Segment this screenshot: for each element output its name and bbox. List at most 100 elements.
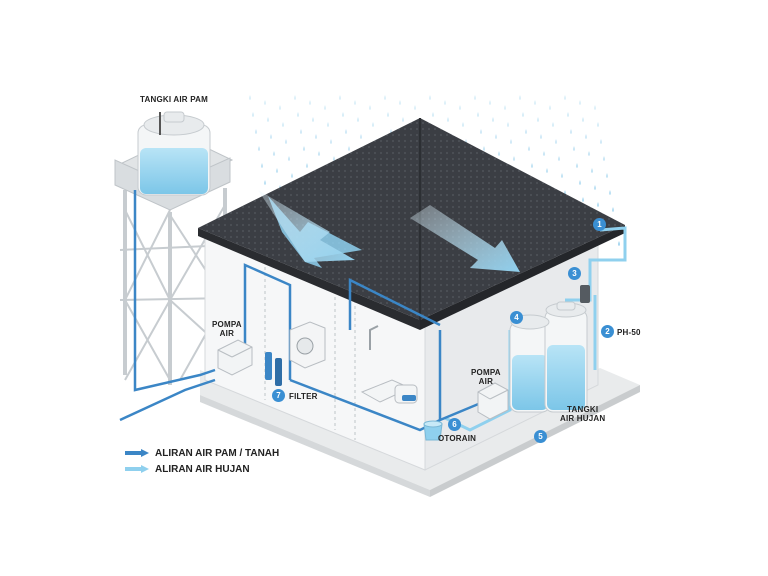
rain-drop-icon: [582, 197, 584, 202]
rain-drop-icon: [528, 146, 530, 151]
bathroom-fixtures: [360, 325, 418, 404]
rain-drop-icon: [510, 139, 512, 144]
rain-drop-icon: [318, 151, 320, 156]
rain-drop-icon: [345, 129, 347, 134]
rain-drop-icon: [546, 168, 548, 173]
rain-drop-icon: [606, 173, 608, 178]
rain-drop-icon: [402, 117, 404, 122]
ph50-unit: [580, 285, 590, 303]
rain-drop-icon: [507, 122, 509, 127]
rain-drop-icon: [306, 163, 308, 168]
rain-drop-icon: [564, 95, 566, 100]
rain-drop-icon: [513, 156, 515, 161]
rain-drop-icon: [576, 163, 578, 168]
rain-drop-icon: [357, 117, 359, 122]
rain-drop-icon: [369, 105, 371, 110]
rain-drop-icon: [558, 156, 560, 161]
rain-drop-icon: [519, 95, 521, 100]
rain-drop-icon: [459, 105, 461, 110]
rain-drop-icon: [489, 100, 491, 105]
rain-drop-icon: [324, 105, 326, 110]
label-otorain: OTORAIN: [438, 434, 477, 443]
rain-drop-icon: [495, 134, 497, 139]
rain-drop-icon: [288, 156, 290, 161]
legend-arrow-hujan-icon: [125, 465, 149, 473]
rain-drop-icon: [597, 202, 599, 207]
rain-drop-icon: [543, 151, 545, 156]
rain-drop-icon: [537, 117, 539, 122]
rain-drop-icon: [591, 168, 593, 173]
rain-drop-icon: [291, 173, 293, 178]
rain-drop-icon: [252, 112, 254, 117]
legend-label-hujan: ALIRAN AIR HUJAN: [155, 463, 250, 475]
legend-hujan: ALIRAN AIR HUJAN: [125, 462, 250, 476]
washing-machine: [289, 321, 326, 369]
label-filter: FILTER: [289, 392, 318, 401]
rain-drop-icon: [339, 95, 341, 100]
rain-drop-icon: [264, 180, 266, 185]
pump-left: [217, 339, 253, 376]
rain-drop-icon: [315, 134, 317, 139]
rain-drop-icon: [342, 112, 344, 117]
rain-drop-icon: [330, 139, 332, 144]
rain-drop-icon: [597, 122, 599, 127]
badge-6: 6: [448, 418, 461, 431]
rain-drop-icon: [354, 100, 356, 105]
rain-drop-icon: [384, 95, 386, 100]
rain-drop-icon: [612, 207, 614, 212]
badge-5: 5: [534, 430, 547, 443]
rain-water-tanks: [509, 301, 588, 413]
rain-drop-icon: [282, 122, 284, 127]
rain-drop-icon: [480, 129, 482, 134]
label-pompa-air-left: POMPA AIR: [212, 320, 242, 338]
rain-drop-icon: [549, 105, 551, 110]
rain-drop-icon: [348, 146, 350, 151]
rain-drop-icon: [294, 95, 296, 100]
legend-label-pam: ALIRAN AIR PAM / TANAH: [155, 447, 280, 459]
rain-drop-icon: [372, 122, 374, 127]
legend-arrow-pam-icon: [125, 449, 149, 457]
rain-drop-icon: [594, 105, 596, 110]
filter-units: [265, 352, 282, 386]
label-tangki-air-pam: TANGKI AIR PAM: [140, 95, 208, 104]
rain-drop-icon: [573, 146, 575, 151]
rain-drop-icon: [474, 95, 476, 100]
rain-drop-icon: [594, 185, 596, 190]
rain-drop-icon: [276, 168, 278, 173]
label-tangki-air-hujan: TANGKI AIR HUJAN: [560, 405, 606, 423]
rain-drop-icon: [492, 117, 494, 122]
rain-drop-icon: [483, 146, 485, 151]
rain-drop-icon: [399, 100, 401, 105]
rain-drop-icon: [534, 100, 536, 105]
rain-flow-arrows: [258, 190, 520, 272]
badge-7: 7: [272, 389, 285, 402]
rain-drop-icon: [462, 122, 464, 127]
rain-drop-icon: [387, 112, 389, 117]
rain-drop-icon: [600, 139, 602, 144]
rain-drop-icon: [414, 105, 416, 110]
rain-drop-icon: [540, 134, 542, 139]
rain-drop-icon: [312, 117, 314, 122]
rain-drop-icon: [525, 129, 527, 134]
rain-drop-icon: [579, 100, 581, 105]
rain-drop-icon: [303, 146, 305, 151]
rain-drop-icon: [297, 112, 299, 117]
label-ph50: PH-50: [617, 328, 641, 337]
rain-drop-icon: [561, 173, 563, 178]
rain-drop-icon: [552, 122, 554, 127]
rain-drop-icon: [255, 129, 257, 134]
rain-drop-icon: [618, 241, 620, 246]
rain-drop-icon: [360, 134, 362, 139]
rain-drop-icon: [609, 190, 611, 195]
rain-drop-icon: [588, 151, 590, 156]
rain-drop-icon: [444, 100, 446, 105]
rain-drop-icon: [522, 112, 524, 117]
rain-drop-icon: [585, 134, 587, 139]
rain-drop-icon: [249, 95, 251, 100]
rain-drop-icon: [333, 156, 335, 161]
rain-drop-icon: [309, 100, 311, 105]
rain-drop-icon: [285, 139, 287, 144]
rain-drop-icon: [327, 122, 329, 127]
rain-drop-icon: [567, 112, 569, 117]
badge-4: 4: [510, 311, 523, 324]
